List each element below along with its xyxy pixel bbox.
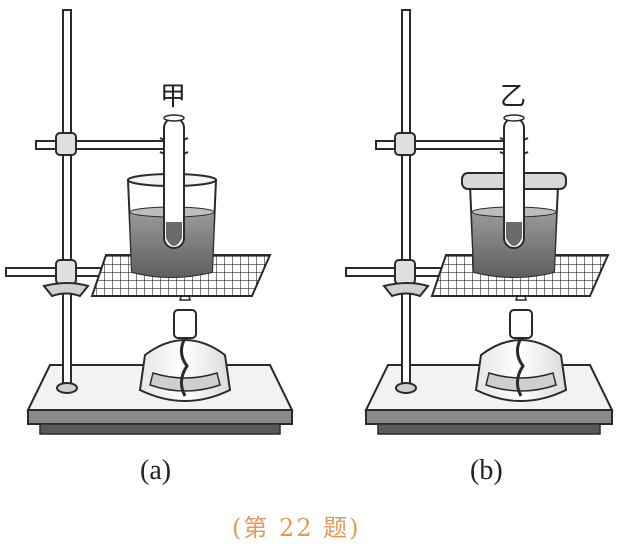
test-tube-b — [503, 114, 525, 249]
ring-support-b — [345, 259, 447, 298]
test-tube-a — [163, 114, 185, 249]
stand-rod-b — [401, 9, 411, 389]
alcohol-lamp-a — [138, 290, 232, 402]
tube-a-label: 甲 — [160, 82, 187, 112]
apparatus-a — [5, 9, 294, 435]
ring-support-a — [5, 259, 107, 298]
panel-a-label: (a) — [140, 455, 172, 486]
tube-b-label: 乙 — [500, 82, 527, 112]
panel-b-label: (b) — [470, 455, 503, 486]
alcohol-lamp-b — [474, 290, 568, 402]
figure-caption: (第 22 题) — [232, 514, 361, 542]
stand-rod-a — [62, 9, 72, 389]
apparatus-b — [345, 9, 614, 435]
